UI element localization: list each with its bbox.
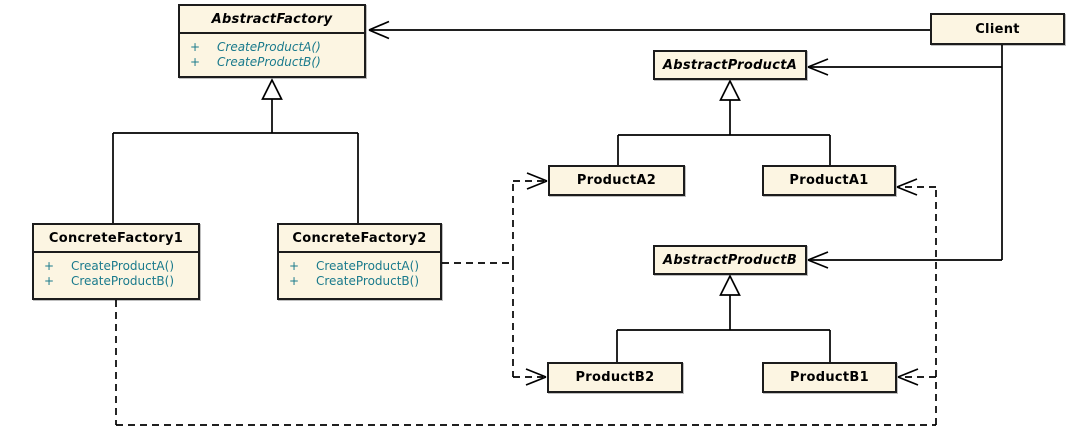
class-box-abstract-product-a: AbstractProductA (653, 50, 807, 80)
class-methods: + CreateProductA() + CreateProductB() (180, 34, 364, 70)
class-box-abstract-product-b: AbstractProductB (653, 245, 807, 275)
class-methods: + CreateProductA() + CreateProductB() (279, 253, 440, 289)
class-name: AbstractProductA (662, 57, 798, 73)
method-row: + CreateProductB() (190, 55, 364, 70)
open-arrowhead-icon (368, 20, 390, 40)
hollow-triangle-icon (261, 78, 283, 100)
dependency-concretefactory2-to-products (442, 180, 544, 378)
open-arrowhead-icon (807, 58, 829, 76)
class-name: ProductB1 (789, 370, 869, 385)
hollow-triangle-icon (719, 274, 741, 296)
method-row: + CreateProductA() (44, 259, 198, 274)
class-box-client: Client (930, 13, 1065, 45)
class-box-concrete-factory-1: ConcreteFactory1 + CreateProductA() + Cr… (32, 223, 200, 300)
class-box-product-b2: ProductB2 (547, 362, 683, 393)
generalization-factories-tree (112, 99, 359, 223)
method-visibility: + (44, 274, 55, 288)
method-signature: CreateProductA() (217, 40, 321, 54)
method-row: + CreateProductB() (289, 274, 440, 289)
generalization-productb-tree (616, 295, 831, 362)
class-name: ProductA2 (576, 173, 657, 188)
method-visibility: + (44, 259, 55, 273)
dependency-concretefactory1-to-products (115, 186, 937, 426)
open-arrowhead-icon (896, 178, 918, 196)
class-box-product-a2: ProductA2 (548, 165, 685, 196)
class-box-abstract-factory: AbstractFactory + CreateProductA() + Cre… (178, 4, 366, 78)
class-box-concrete-factory-2: ConcreteFactory2 + CreateProductA() + Cr… (277, 223, 442, 300)
method-visibility: + (190, 55, 201, 69)
open-arrowhead-icon (526, 172, 548, 190)
class-name: ConcreteFactory2 (279, 225, 440, 253)
class-box-product-a1: ProductA1 (762, 165, 896, 196)
method-row: + CreateProductB() (44, 274, 198, 289)
method-visibility: + (289, 274, 300, 288)
class-name: AbstractProductB (662, 252, 798, 268)
class-name: ProductA1 (789, 173, 869, 188)
method-signature: CreateProductA() (316, 259, 420, 273)
method-row: + CreateProductA() (289, 259, 440, 274)
generalization-producta-tree (617, 100, 831, 165)
class-name: ConcreteFactory1 (34, 225, 198, 253)
class-box-product-b1: ProductB1 (762, 362, 897, 393)
method-signature: CreateProductB() (71, 274, 175, 288)
class-name: Client (975, 21, 1020, 37)
method-signature: CreateProductB() (316, 274, 420, 288)
method-signature: CreateProductB() (217, 55, 321, 69)
class-methods: + CreateProductA() + CreateProductB() (34, 253, 198, 289)
open-arrowhead-icon (807, 251, 829, 269)
open-arrowhead-icon (897, 368, 919, 386)
class-name: AbstractFactory (180, 6, 364, 34)
method-signature: CreateProductA() (71, 259, 175, 273)
hollow-triangle-icon (719, 79, 741, 101)
class-name: ProductB2 (575, 370, 655, 385)
method-row: + CreateProductA() (190, 40, 364, 55)
open-arrowhead-icon (525, 368, 547, 386)
method-visibility: + (289, 259, 300, 273)
method-visibility: + (190, 40, 201, 54)
